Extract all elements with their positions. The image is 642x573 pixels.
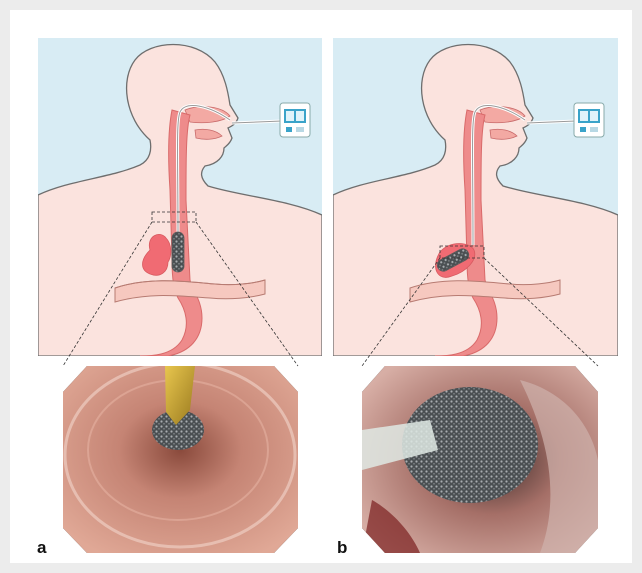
endoscopic-view-a xyxy=(63,363,298,553)
panel-b-anatomy xyxy=(333,38,618,356)
vacuum-pump-icon xyxy=(574,103,604,137)
panel-label-a: a xyxy=(37,538,46,558)
vacuum-pump-icon xyxy=(280,103,310,137)
panel-label-b: b xyxy=(337,538,347,558)
sponge-a xyxy=(172,232,184,272)
panel-a-anatomy xyxy=(38,38,322,356)
endoscopic-view-b xyxy=(362,366,598,553)
